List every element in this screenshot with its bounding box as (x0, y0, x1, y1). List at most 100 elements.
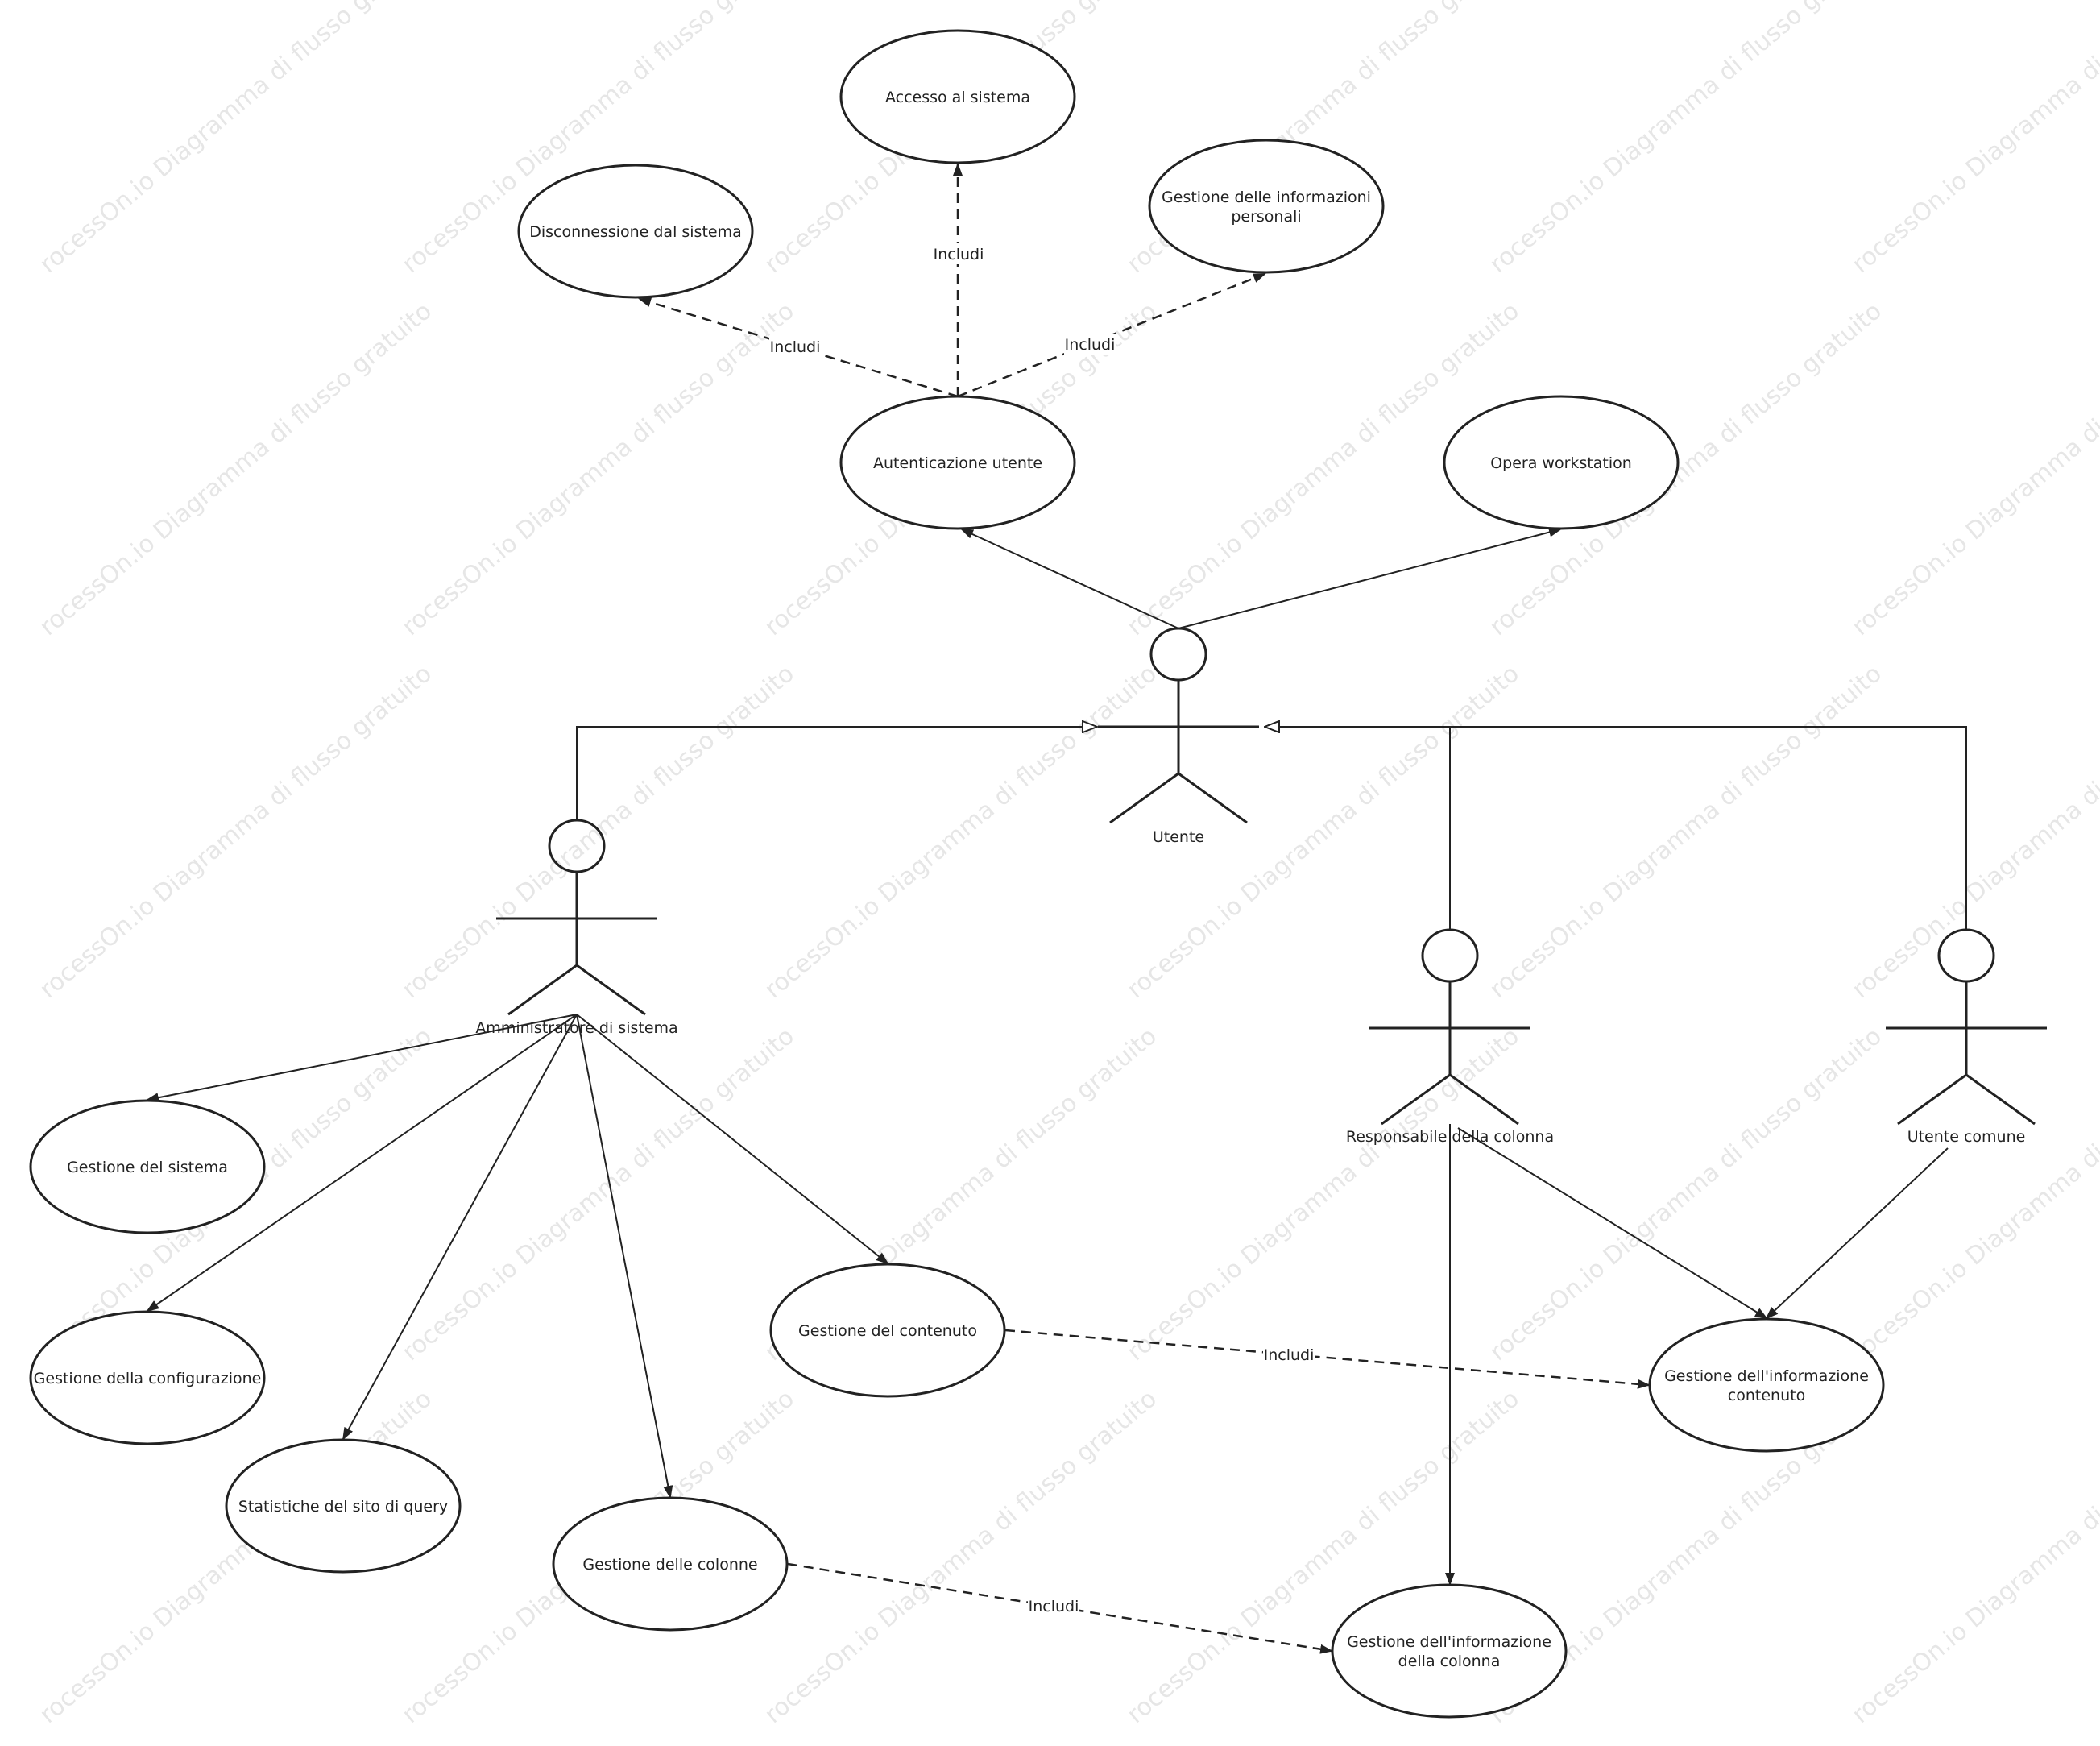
actor-left-leg (1109, 772, 1179, 824)
watermark-text: rocessOn.io Diagramma di flusso gratuito (760, 1385, 1162, 1730)
actor-comune[interactable]: Utente comune (1886, 928, 2047, 1146)
use-case-opera[interactable]: Opera workstation (1443, 395, 1680, 530)
include-label: Includi (1028, 1595, 1079, 1616)
use-case-label: Gestione della configurazione (34, 1370, 262, 1387)
use-case-info-colonna[interactable]: Gestione dell'informazione della colonna (1331, 1583, 1568, 1719)
use-case-contenuto[interactable]: Gestione del contenuto (769, 1263, 1006, 1398)
use-case-configurazione[interactable]: Gestione della configurazione (29, 1310, 266, 1445)
use-case-label: personali (1231, 208, 1301, 226)
actor-right-leg (1965, 1073, 2036, 1126)
include-label-text: Includi (770, 338, 821, 356)
watermark-text: rocessOn.io Diagramma di flusso gratuito (1847, 297, 2100, 642)
use-case-label: Gestione del sistema (67, 1159, 228, 1176)
actor-resp[interactable]: Responsabile della colonna (1346, 928, 1554, 1146)
use-case-ellipse (552, 1496, 789, 1632)
use-case-label: Gestione dell'informazione (1347, 1633, 1551, 1651)
actor-label: Amministratore di sistema (475, 1019, 677, 1037)
use-case-ellipse (517, 164, 754, 299)
use-case-ellipse (769, 1263, 1006, 1398)
watermark-text: rocessOn.io Diagramma di flusso gratuito (397, 1022, 800, 1367)
use-case-ellipse (839, 29, 1076, 164)
association-admin-to-sistema (146, 1014, 578, 1103)
use-case-autenticazione[interactable]: Autenticazione utente (839, 395, 1076, 530)
actor-label: Utente (1153, 828, 1204, 846)
use-case-label: Gestione delle colonne (582, 1556, 757, 1574)
watermark-text: rocessOn.io Diagramma di flusso gratuito (1847, 660, 2100, 1005)
use-case-label: Opera workstation (1490, 454, 1632, 472)
include-label: Includi (769, 336, 821, 357)
use-case-accesso[interactable]: Accesso al sistema (839, 29, 1076, 164)
actor-label: Utente comune (1907, 1128, 2026, 1146)
association-comune-to-info_contenuto (1765, 1147, 1949, 1320)
use-case-disconnessione[interactable]: Disconnessione dal sistema (517, 164, 754, 299)
actor-right-leg (1449, 1073, 1519, 1126)
watermark-text: rocessOn.io Diagramma di flusso gratuito (1485, 1022, 1887, 1367)
actor-admin[interactable]: Amministratore di sistema (475, 819, 678, 1037)
watermark-text: rocessOn.io Diagramma di flusso gratuito (1847, 1385, 2100, 1730)
watermark-text: rocessOn.io Diagramma di flusso gratuito (1847, 1022, 2100, 1367)
use-case-colonne[interactable]: Gestione delle colonne (552, 1496, 789, 1632)
actor-right-leg (1178, 772, 1248, 824)
actor-head (1149, 627, 1207, 682)
include-label-background (769, 336, 821, 357)
use-case-ellipse (839, 395, 1076, 530)
watermark-text: rocessOn.io Diagramma di flusso gratuito (397, 297, 800, 642)
use-case-label: della colonna (1398, 1653, 1501, 1670)
include-contenuto-to-info_contenuto (1004, 1329, 1651, 1389)
include-label-background (933, 243, 984, 264)
include-label-background (1263, 1344, 1315, 1365)
include-label: Includi (1064, 334, 1116, 355)
generalization-comune-to-utente (1265, 727, 1967, 930)
include-label: Includi (1263, 1344, 1315, 1365)
actor-right-leg (576, 964, 646, 1016)
include-label-text: Includi (934, 246, 984, 263)
watermark-text: rocessOn.io Diagramma di flusso gratuito (1122, 1022, 1525, 1367)
actor-head (1937, 928, 1995, 983)
use-case-ellipse (29, 1310, 266, 1445)
use-case-info-contenuto[interactable]: Gestione dell'informazione contenuto (1648, 1317, 1885, 1453)
use-case-sistema[interactable]: Gestione del sistema (29, 1099, 266, 1234)
actor-left-leg (507, 964, 578, 1016)
include-label-background (1064, 334, 1116, 355)
include-label-background (1028, 1595, 1079, 1616)
association-resp-to-info_contenuto (1457, 1127, 1768, 1320)
use-case-ellipse (225, 1438, 462, 1574)
association-admin-to-contenuto (576, 1014, 889, 1265)
actor-utente[interactable]: Utente (1098, 627, 1259, 846)
association-admin-to-configurazione (146, 1014, 578, 1313)
use-case-ellipse (1148, 139, 1385, 274)
actor-left-leg (1897, 1073, 1967, 1126)
use-case-ellipse (1331, 1583, 1568, 1719)
use-case-label: Autenticazione utente (873, 454, 1042, 472)
watermark-text: rocessOn.io Diagramma di flusso gratuito (1847, 0, 2100, 279)
use-case-ellipse (1648, 1317, 1885, 1453)
include-label-text: Includi (1264, 1346, 1315, 1364)
use-case-label: Gestione dell'informazione (1664, 1367, 1869, 1385)
use-case-label: Disconnessione dal sistema (529, 223, 742, 241)
watermark-text: rocessOn.io Diagramma di flusso gratuito (760, 660, 1162, 1005)
relations-layer (146, 163, 1967, 1654)
use-case-label: Gestione del contenuto (798, 1322, 977, 1340)
use-case-label: Statistiche del sito di query (238, 1498, 448, 1516)
association-utente-to-autenticazione (960, 529, 1179, 629)
generalization-admin-to-utente (576, 727, 1097, 820)
watermark-text: rocessOn.io Diagramma di flusso gratuito (1485, 660, 1887, 1005)
actor-label: Responsabile della colonna (1346, 1128, 1554, 1146)
actor-left-leg (1381, 1073, 1451, 1126)
association-utente-to-opera (1178, 527, 1562, 629)
association-admin-to-statistiche (342, 1014, 578, 1441)
use-case-label: contenuto (1728, 1387, 1805, 1404)
use-case-statistiche[interactable]: Statistiche del sito di query (225, 1438, 462, 1574)
use-case-label: Accesso al sistema (885, 89, 1030, 106)
watermark-text: rocessOn.io Diagramma di flusso gratuito (35, 660, 437, 1005)
actor-head (1421, 928, 1479, 983)
watermark-text: rocessOn.io Diagramma di flusso gratuito (35, 297, 437, 642)
watermark-text: rocessOn.io Diagramma di flusso gratuito (35, 0, 437, 279)
use-case-ellipse (29, 1099, 266, 1234)
include-label-text: Includi (1029, 1598, 1079, 1615)
include-label-text: Includi (1065, 336, 1116, 354)
